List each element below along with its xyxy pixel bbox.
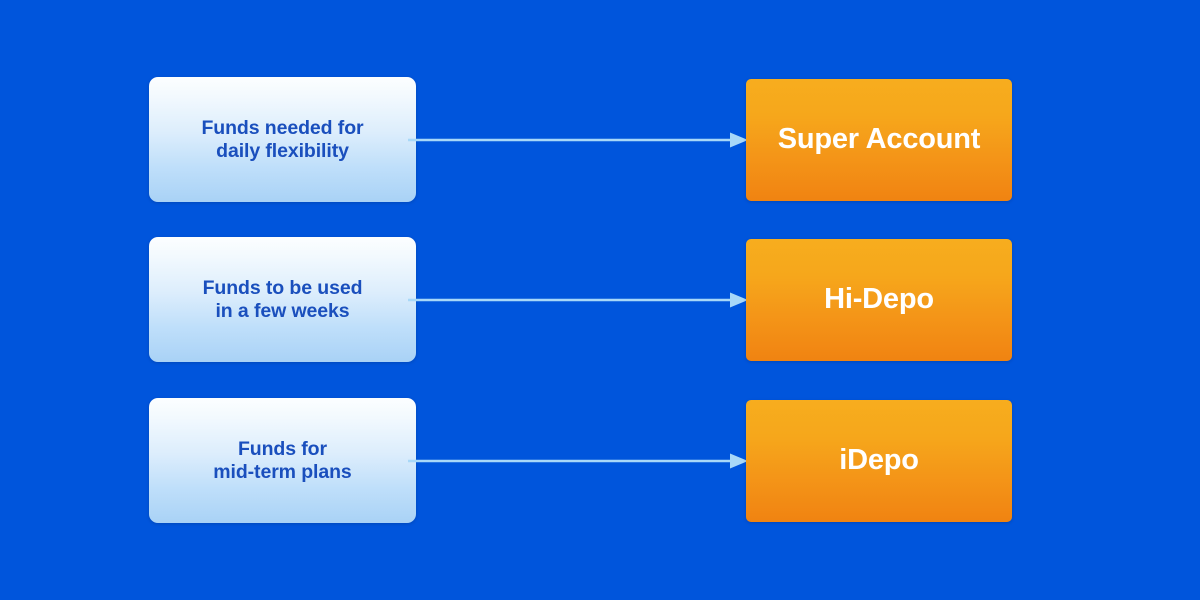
target-box-label: iDepo (839, 444, 919, 477)
source-box-few-weeks[interactable]: Funds to be used in a few weeks (149, 237, 416, 362)
arrow-right-icon (408, 132, 748, 148)
source-box-label: Funds to be used in a few weeks (202, 276, 363, 322)
target-box-label: Super Account (777, 123, 981, 156)
source-box-label: Funds needed for daily flexibility (201, 116, 364, 162)
target-box-hi-depo[interactable]: Hi-Depo (746, 239, 1012, 361)
target-box-idepo[interactable]: iDepo (746, 400, 1012, 522)
arrow-right-icon (408, 292, 748, 308)
target-box-super-account[interactable]: Super Account (746, 79, 1012, 201)
source-box-mid-term-plans[interactable]: Funds for mid-term plans (149, 398, 416, 523)
source-box-label: Funds for mid-term plans (213, 437, 352, 483)
arrow-right-icon (408, 453, 748, 469)
flow-row: Funds for mid-term plans iDepo (0, 381, 1200, 541)
flow-row: Funds to be used in a few weeks Hi-Depo (0, 220, 1200, 380)
target-box-label: Hi-Depo (824, 283, 934, 316)
source-box-daily-flexibility[interactable]: Funds needed for daily flexibility (149, 77, 416, 202)
flow-row: Funds needed for daily flexibility Super… (0, 60, 1200, 220)
